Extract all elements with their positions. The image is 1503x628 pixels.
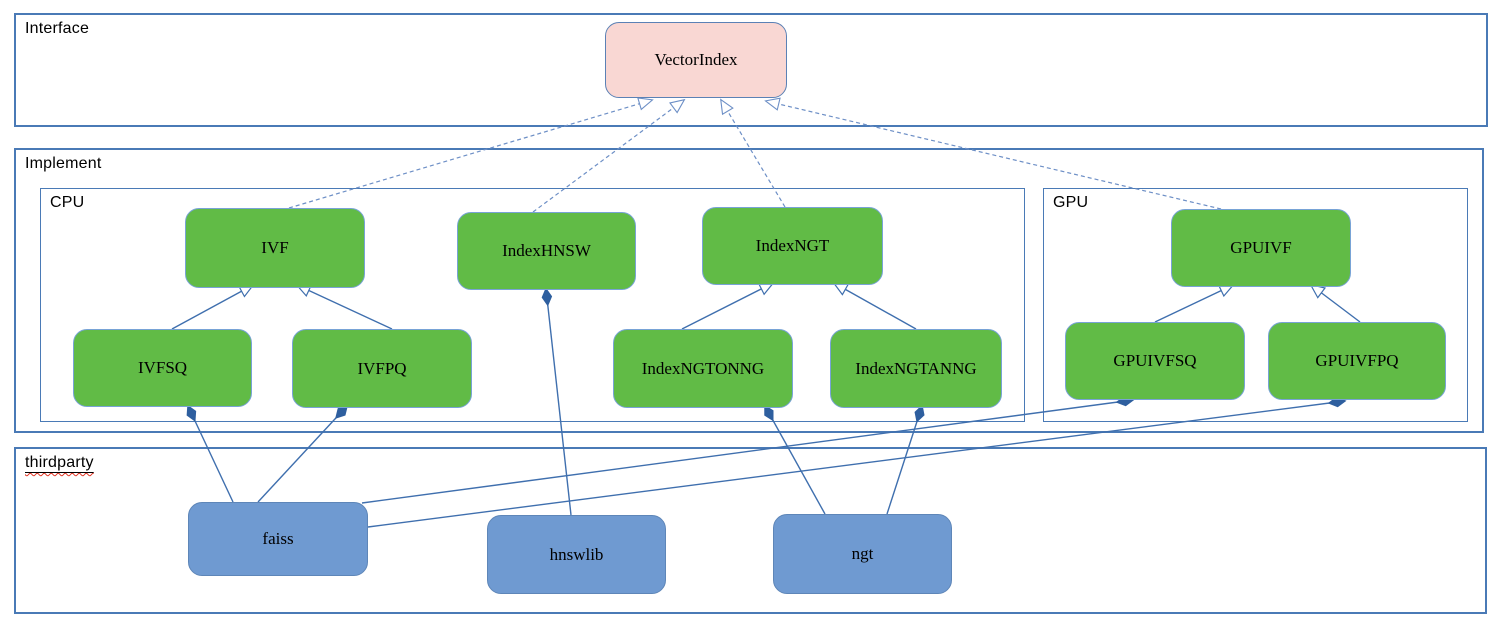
node-ivfpq-label: IVFPQ [357,358,407,378]
node-faiss-label: faiss [262,529,294,548]
node-gpuivf: GPUIVF [1171,209,1351,287]
section-implement: Implement [14,148,1484,433]
edge-realization-indexngt-vectorindex [720,98,786,208]
section-interface: Interface [14,13,1488,127]
node-indexngtonng-label: IndexNGTONNG [641,358,765,378]
section-gpu: GPU [1043,188,1468,422]
edge-composition-faiss-gpuivfsq [361,400,1133,504]
section-label-cpu: CPU [50,194,85,211]
node-gpuivfpq-label: GPUIVFPQ [1315,351,1399,370]
node-ivf-label: IVF [261,238,289,257]
node-gpuivfsq: GPUIVFSQ [1065,322,1245,400]
edge-generalization-gpuivfpq-gpuivf [1309,283,1361,323]
node-indexhnsw-label: IndexHNSW [502,241,591,260]
edge-realization-indexhnsw-vectorindex [532,98,686,213]
node-gpuivfsq-label: GPUIVFSQ [1113,351,1197,370]
node-ivf: IVF [185,208,365,288]
node-gpuivfpq: GPUIVFPQ [1268,322,1446,400]
edge-composition-faiss-ivfpq [257,406,347,503]
node-ngt: ngt [773,514,952,594]
node-hnswlib: hnswlib [487,515,666,594]
edge-composition-ngt-indexngtanng [886,406,922,515]
edge-generalization-ivfsq-ivf [171,284,255,330]
node-vectorindex: VectorIndex [605,22,787,98]
node-vectorindex-label: VectorIndex [654,50,738,69]
section-label-thirdparty: thirdparty [25,454,94,472]
node-ngt-label: ngt [851,544,874,563]
edge-composition-ngt-indexngtonng [765,406,826,515]
node-indexngtonng: IndexNGTONNG [613,329,793,408]
edge-generalization-indexngtonng-indexngt [681,282,775,330]
edge-generalization-ivfpq-ivf [295,284,393,330]
node-ivfsq-label: IVFSQ [137,358,188,377]
node-faiss: faiss [188,502,368,576]
node-indexngtanng: IndexNGTANNG [830,329,1002,408]
section-label-gpu: GPU [1053,194,1089,211]
node-indexngtanng-label: IndexNGTANNG [855,358,977,378]
edge-generalization-indexngtanng-indexngt [832,282,917,330]
node-indexhnsw: IndexHNSW [457,212,636,290]
edge-composition-hnswlib-indexhnsw [546,289,572,516]
edge-realization-gpuivf-vectorindex [764,97,1222,210]
node-indexngt-label: IndexNGT [755,236,830,255]
section-thirdparty: thirdparty [14,447,1487,614]
section-cpu: CPU [40,188,1025,422]
section-label-interface: Interface [25,20,90,37]
thirdparty-underlined-text: thirdparty [25,454,94,471]
node-hnswlib-label: hnswlib [549,544,604,564]
edge-composition-faiss-gpuivfpq [367,401,1345,528]
node-gpuivf-label: GPUIVF [1230,238,1292,257]
edge-realization-ivf-vectorindex [288,97,654,209]
node-ivfsq: IVFSQ [73,329,252,407]
node-ivfpq: IVFPQ [292,329,472,408]
node-indexngt: IndexNGT [702,207,883,285]
edge-generalization-gpuivfsq-gpuivf [1154,284,1235,323]
section-label-implement: Implement [25,155,102,172]
edge-composition-faiss-ivfsq [188,406,234,503]
